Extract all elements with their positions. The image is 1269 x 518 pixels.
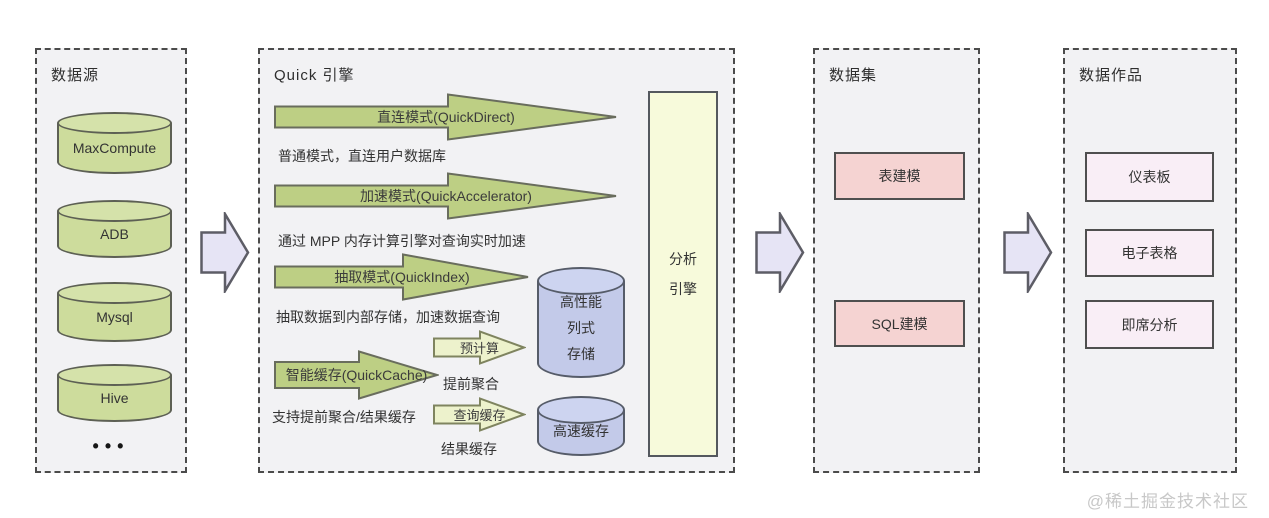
dataset-box-sql-modeling: SQL建模 [834,300,965,347]
more-sources-ellipsis: ••• [92,436,130,456]
mode-arrow-quickdirect: 直连模式(QuickDirect) [274,93,618,141]
panel-dataset-title: 数据集 [829,67,878,84]
analysis-engine-line2: 引擎 [669,281,697,297]
works-box-spreadsheet-label: 电子表格 [1121,245,1178,261]
mode-arrow-quickindex-label: 抽取模式(QuickIndex) [334,269,470,285]
watermark-text: @稀土掘金技术社区 [1086,492,1249,511]
mode-arrow-quickdirect-label: 直连模式(QuickDirect) [377,109,515,125]
cylinder-maxcompute-label: MaxCompute [72,140,157,156]
panel-quick-engine: Quick 引擎 直连模式(QuickDirect) 普通模式，直连用户数据库 … [258,48,735,473]
columnar-storage-line1: 高性能 [560,293,602,310]
panel-data-works-title: 数据作品 [1079,67,1144,84]
columnar-storage-line2: 列式 [567,319,595,336]
mode-arrow-quickcache: 智能缓存(QuickCache) [274,350,439,400]
dataset-box-sql-modeling-label: SQL建模 [871,315,928,332]
works-box-adhoc-analysis: 即席分析 [1085,300,1214,349]
querycache-note: 结果缓存 [441,441,497,457]
right-arrow-icon [274,253,529,301]
cache-storage-label: 高速缓存 [553,423,609,439]
cylinder-top [57,282,172,304]
dataset-box-table-modeling-label: 表建模 [878,168,921,184]
cylinder-cache-storage: 高速缓存 [537,396,625,456]
works-box-spreadsheet: 电子表格 [1085,229,1214,277]
right-block-arrow-icon [1003,212,1053,293]
cylinder-top [537,267,625,295]
right-arrow-icon [433,397,526,432]
cylinder-adb-label: ADB [100,226,129,242]
flow-arrow-datasource-to-engine [200,212,250,293]
cylinder-maxcompute: MaxCompute [57,112,172,174]
mode-arrow-quickindex: 抽取模式(QuickIndex) [274,253,530,301]
cylinder-hive: Hive [57,364,172,422]
analysis-engine-box: 分析 引擎 [648,91,718,457]
mode-quickaccelerator-caption: 通过 MPP 内存计算引擎对查询实时加速 [278,233,526,249]
right-arrow-icon [274,93,617,141]
mode-arrow-quickaccelerator-label: 加速模式(QuickAccelerator) [360,188,532,204]
right-block-arrow-icon [200,212,250,293]
cylinder-top [57,364,172,386]
mode-quickcache-caption: 支持提前聚合/结果缓存 [272,409,416,425]
flow-arrow-engine-to-dataset [755,212,805,293]
mode-quickindex-caption: 抽取数据到内部存储，加速数据查询 [276,309,500,325]
cylinder-top [537,396,625,424]
cylinder-adb: ADB [57,200,172,258]
dataset-box-table-modeling: 表建模 [834,152,965,200]
works-box-dashboard: 仪表板 [1085,152,1214,202]
precompute-note: 提前聚合 [443,376,499,392]
right-arrow-icon [433,330,526,365]
mode-arrow-quickaccelerator: 加速模式(QuickAccelerator) [274,172,618,220]
panel-dataset: 数据集 表建模 SQL建模 [813,48,980,473]
panel-data-works: 数据作品 仪表板 电子表格 即席分析 [1063,48,1237,473]
right-block-arrow-icon [755,212,805,293]
cylinder-top [57,200,172,222]
flow-arrow-querycache: 查询缓存 [433,397,526,432]
panel-quick-engine-title: Quick 引擎 [274,67,355,84]
mode-arrow-quickcache-label: 智能缓存(QuickCache) [285,367,428,383]
right-arrow-icon [274,172,617,220]
analysis-engine-line1: 分析 [669,251,697,267]
cylinder-top [57,112,172,134]
cylinder-hive-label: Hive [100,390,129,406]
cylinder-mysql-label: Mysql [96,309,133,325]
flow-arrow-dataset-to-works [1003,212,1053,293]
flow-arrow-precompute-label: 预计算 [459,341,499,356]
cylinder-body [537,281,625,378]
cylinder-columnar-storage: 高性能 列式 存储 [537,267,625,378]
flow-arrow-precompute: 预计算 [433,330,526,365]
works-box-adhoc-analysis-label: 即席分析 [1121,316,1178,333]
columnar-storage-line3: 存储 [567,345,595,362]
right-arrow-icon [274,350,439,400]
panel-datasource: 数据源 MaxCompute ADB Mysql Hive ••• [35,48,187,473]
flow-arrow-querycache-label: 查询缓存 [453,408,506,423]
mode-quickdirect-caption: 普通模式，直连用户数据库 [278,148,446,164]
panel-datasource-title: 数据源 [51,67,100,84]
cylinder-mysql: Mysql [57,282,172,342]
works-box-dashboard-label: 仪表板 [1128,169,1171,185]
